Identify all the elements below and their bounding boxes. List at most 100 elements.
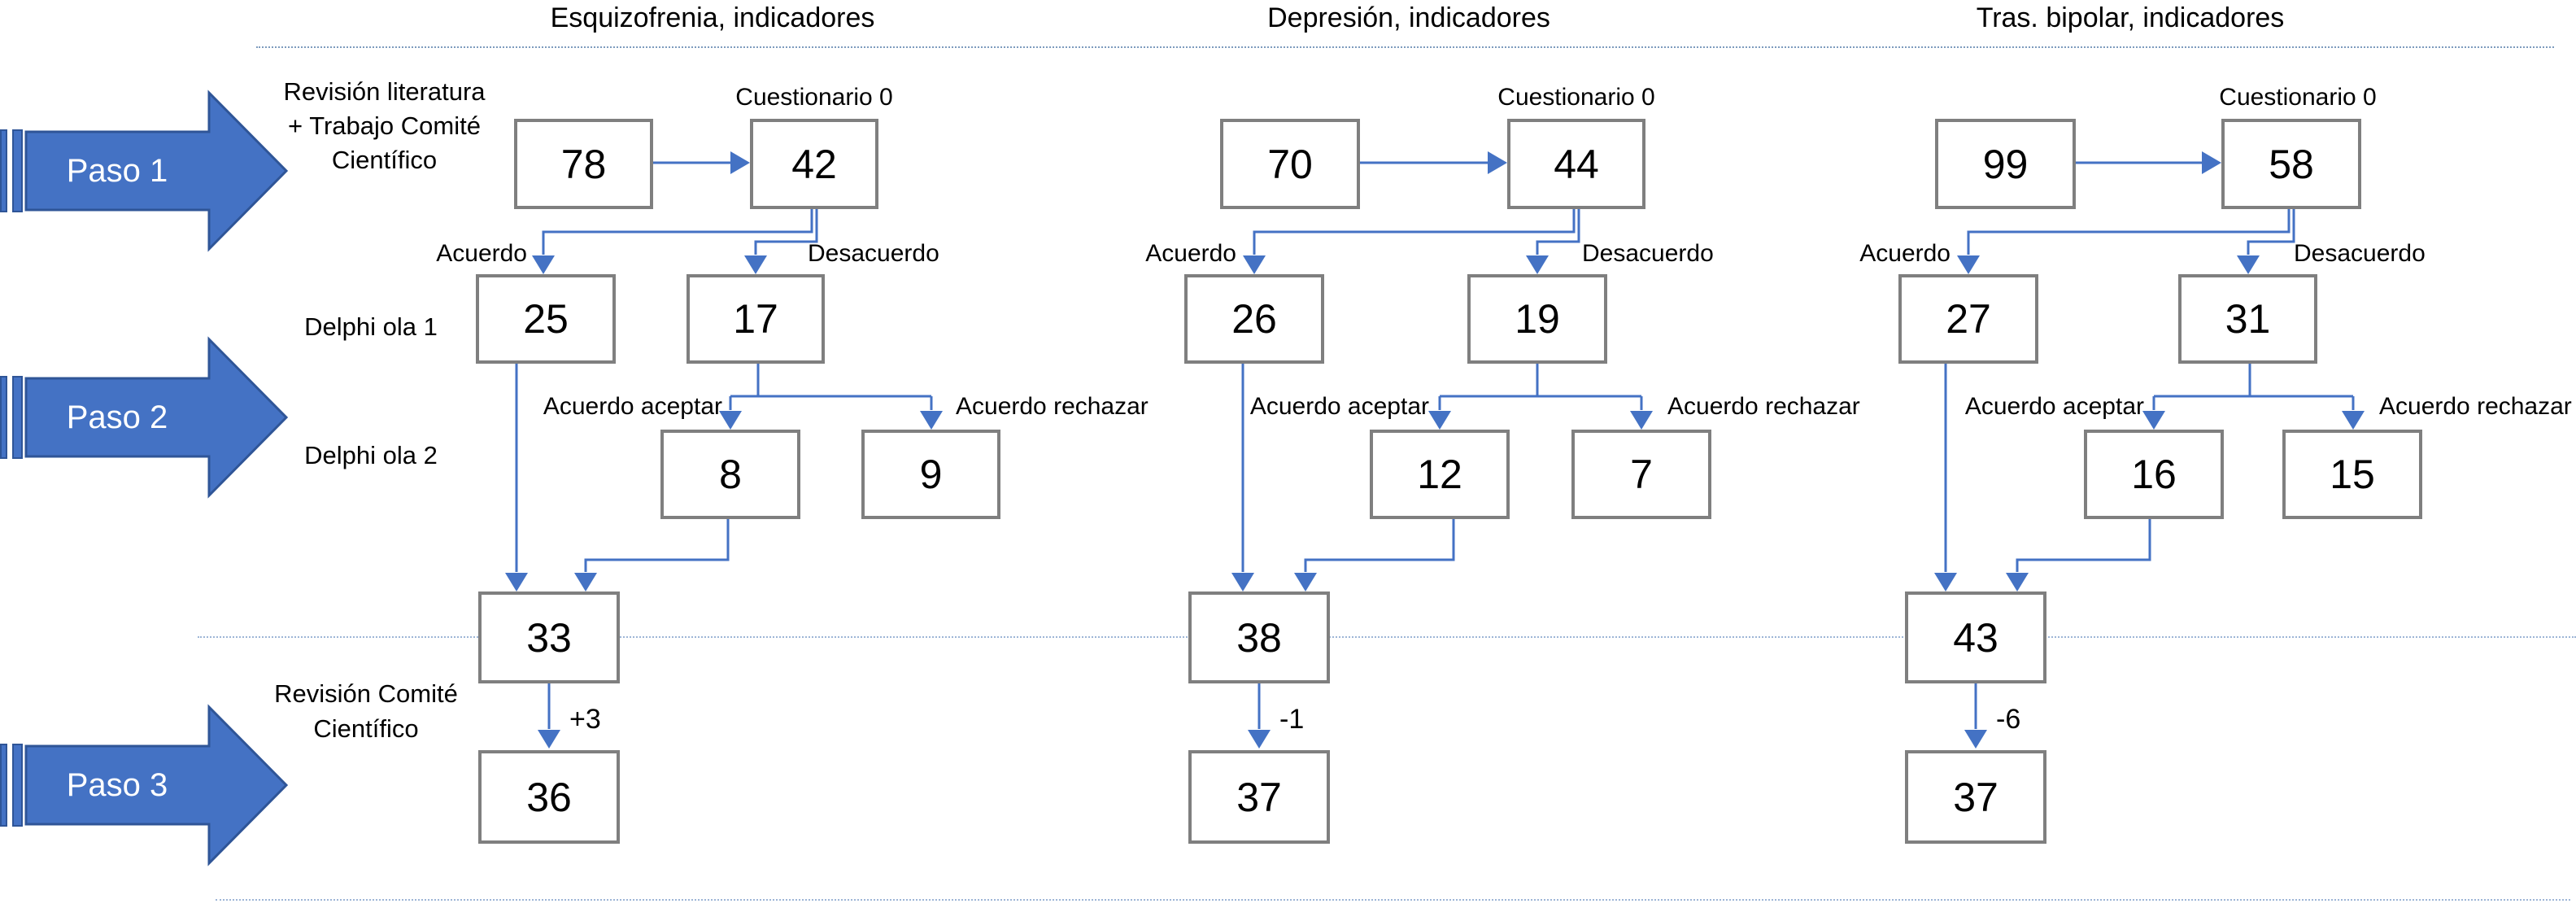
count-value: 26 <box>1231 296 1277 342</box>
count-box-merged: 33 <box>478 592 620 683</box>
arrowhead-down <box>1248 730 1271 749</box>
arrow-body <box>24 336 289 499</box>
count-box-aceptar: 12 <box>1370 430 1510 519</box>
arrowhead-down <box>1957 255 1980 274</box>
stage-label-line: Revisión Comité <box>274 679 458 708</box>
step-arrow-paso-3: Paso 3 <box>0 704 293 867</box>
step-label: Paso 3 <box>66 766 168 803</box>
branch-label-acuerdo-rechazar: Acuerdo rechazar <box>956 393 1149 420</box>
count-box-acuerdo: 25 <box>476 274 616 364</box>
branch-label-acuerdo-aceptar: Acuerdo aceptar <box>1249 393 1429 420</box>
arrow-tail-bar <box>0 129 7 212</box>
branch-label-acuerdo-rechazar: Acuerdo rechazar <box>2379 393 2572 420</box>
stage-label-literature-review: Revisión literatura + Trabajo Comité Cie… <box>260 75 508 177</box>
count-box-desacuerdo: 31 <box>2178 274 2317 364</box>
count-box-aceptar: 16 <box>2084 430 2224 519</box>
arrowhead-down <box>574 573 597 592</box>
step-arrow-paso-2: Paso 2 <box>0 336 293 499</box>
count-value: 78 <box>560 141 607 187</box>
cuestionario-label: Cuestionario 0 <box>735 84 893 111</box>
count-value: 27 <box>1946 296 1991 342</box>
count-box-merged: 38 <box>1188 592 1330 683</box>
count-box-aceptar: 8 <box>660 430 800 519</box>
count-box-final: 37 <box>1905 750 2046 844</box>
connector-filtered-to-desacuerdo <box>1536 209 1580 255</box>
branch-label-acuerdo-rechazar: Acuerdo rechazar <box>1667 393 1860 420</box>
count-box-merged: 43 <box>1905 592 2046 683</box>
connector-desacuerdo-split <box>2152 364 2355 410</box>
step-arrow-shape <box>0 89 289 252</box>
branch-label-desacuerdo: Desacuerdo <box>2294 240 2426 267</box>
header-divider-line <box>256 46 2554 48</box>
count-value: 16 <box>2131 452 2177 497</box>
arrowhead-down <box>532 255 555 274</box>
stage-label-line: Científico <box>313 714 419 743</box>
count-box-rechazar: 7 <box>1571 430 1711 519</box>
arrowhead-down <box>2237 255 2260 274</box>
connector-desacuerdo-split <box>729 364 933 410</box>
branch-label-desacuerdo: Desacuerdo <box>1582 240 1714 267</box>
arrowhead-down <box>1231 573 1254 592</box>
step-arrow-shape <box>0 704 289 867</box>
count-value: 99 <box>1982 141 2029 187</box>
step-label: Paso 1 <box>66 152 168 189</box>
count-value: 15 <box>2330 452 2375 497</box>
middle-divider-line <box>198 636 2576 638</box>
arrowhead-down <box>1428 411 1451 430</box>
arrowhead-down <box>2142 411 2165 430</box>
connector-aceptar-to-merged <box>1304 519 1455 572</box>
connector-filtered-to-acuerdo <box>1967 209 2291 255</box>
count-value: 31 <box>2225 296 2271 342</box>
arrow-tail-bar <box>12 129 23 212</box>
connector-aceptar-to-merged <box>584 519 730 572</box>
count-box-rechazar: 9 <box>861 430 1000 519</box>
count-box-acuerdo: 26 <box>1184 274 1324 364</box>
count-box-filtered: 44 <box>1507 119 1645 209</box>
arrow-body <box>24 89 289 252</box>
count-value: 33 <box>526 614 572 661</box>
stage-label-line: Científico <box>331 146 438 174</box>
arrowhead-down <box>2342 411 2365 430</box>
arrowhead-down <box>1630 411 1653 430</box>
count-value: 42 <box>791 141 837 187</box>
arrowhead-down <box>2006 573 2029 592</box>
connector-filtered-to-acuerdo <box>1253 209 1576 255</box>
branch-label-acuerdo-aceptar: Acuerdo aceptar <box>543 393 722 420</box>
branch-label-acuerdo-aceptar: Acuerdo aceptar <box>1964 393 2144 420</box>
stage-label-line: Revisión literatura <box>283 77 486 106</box>
count-value: 8 <box>719 452 742 497</box>
cuestionario-label: Cuestionario 0 <box>2219 84 2377 111</box>
count-value: 25 <box>523 296 569 342</box>
step-arrow-paso-1: Paso 1 <box>0 89 293 252</box>
arrow-tail-bar <box>0 376 7 459</box>
delta-label: -6 <box>1996 704 2021 735</box>
branch-label-acuerdo: Acuerdo <box>1145 240 1236 267</box>
connector-desacuerdo-split <box>1438 364 1643 410</box>
branch-label-desacuerdo: Desacuerdo <box>808 240 939 267</box>
count-box-filtered: 42 <box>750 119 878 209</box>
count-box-filtered: 58 <box>2221 119 2361 209</box>
column-header-1: Depresión, indicadores <box>1267 2 1550 33</box>
arrow-tail-bar <box>0 744 7 827</box>
arrowhead-down <box>1526 255 1549 274</box>
count-value: 37 <box>1953 774 1998 820</box>
count-value: 38 <box>1236 614 1282 661</box>
count-box-initial: 78 <box>514 119 653 209</box>
count-value: 43 <box>1953 614 1998 661</box>
stage-label-delphi-wave-1: Delphi ola 1 <box>304 312 438 341</box>
count-value: 37 <box>1236 774 1282 820</box>
count-box-initial: 70 <box>1220 119 1360 209</box>
count-value: 44 <box>1554 141 1599 187</box>
arrow-body <box>24 704 289 867</box>
arrowhead-right <box>2202 151 2221 174</box>
count-value: 58 <box>2269 141 2314 187</box>
step-arrow-shape <box>0 336 289 499</box>
count-value: 70 <box>1267 141 1313 187</box>
count-value: 9 <box>919 452 943 497</box>
stage-label-delphi-wave-2: Delphi ola 2 <box>304 441 438 469</box>
connector-filtered-to-acuerdo <box>542 209 813 255</box>
bottom-divider-line <box>216 899 2570 901</box>
count-box-desacuerdo: 19 <box>1467 274 1607 364</box>
connector-filtered-to-desacuerdo <box>2247 209 2295 255</box>
